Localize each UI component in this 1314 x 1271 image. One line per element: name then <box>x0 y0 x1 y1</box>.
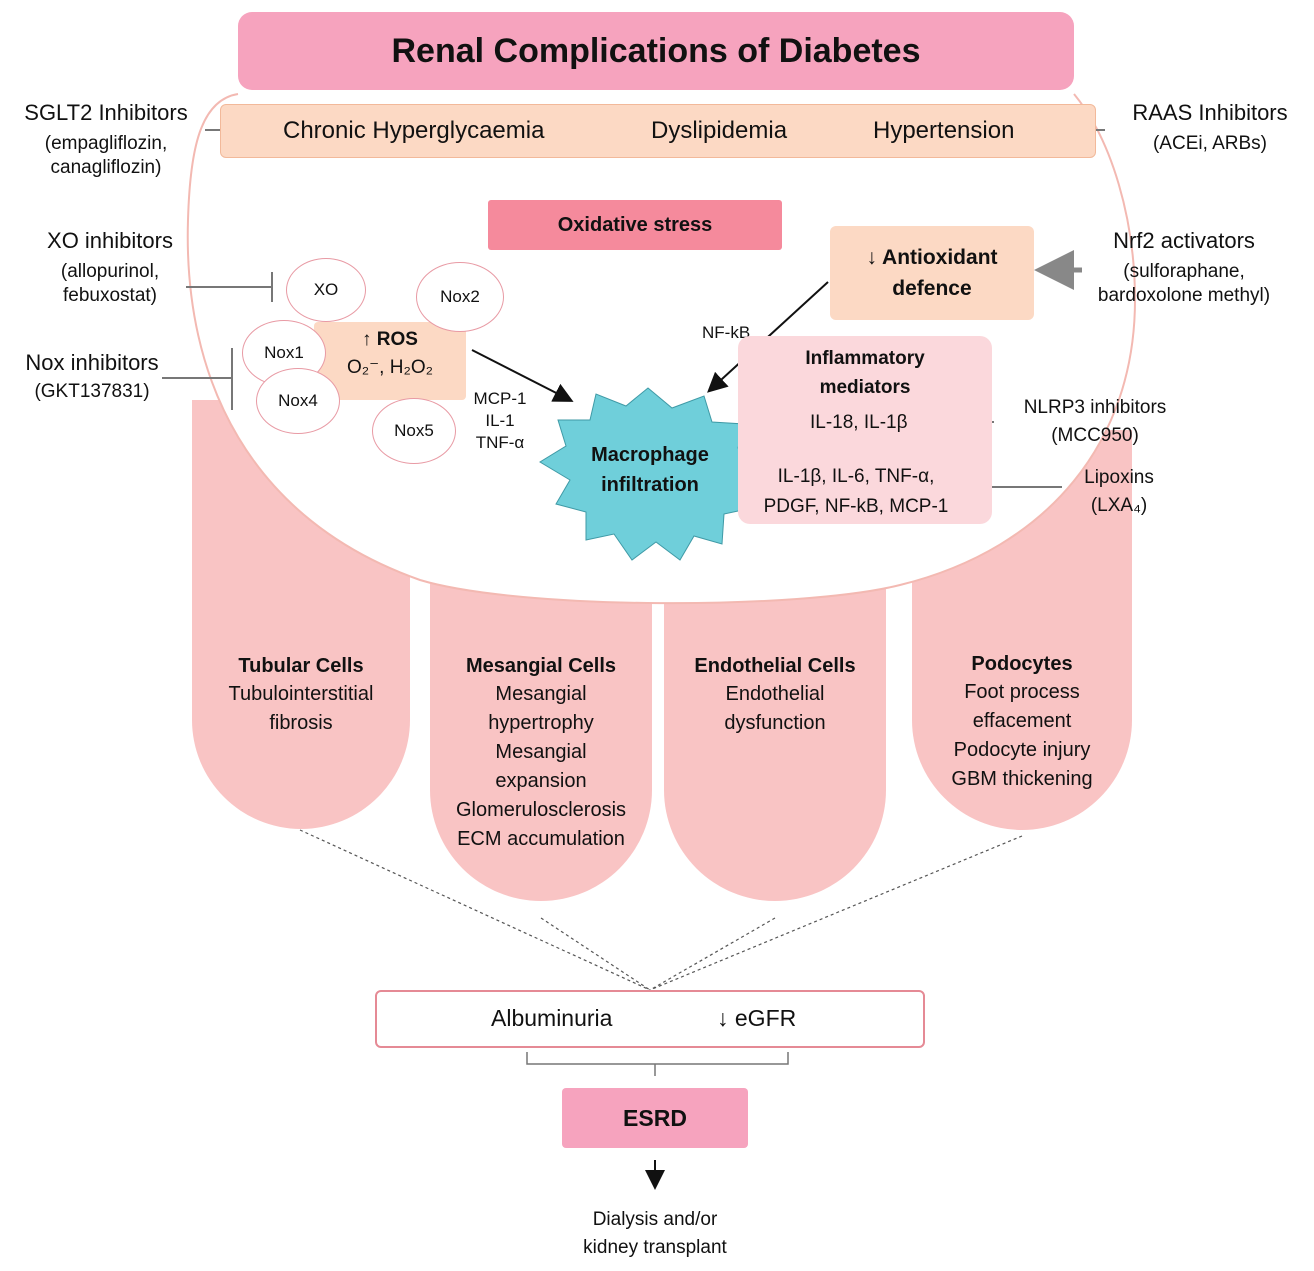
antioxidant-defence-box: ↓ Antioxidant defence <box>830 226 1034 320</box>
inflammatory-mediators-box: Inflammatory mediators IL-18, IL-1β IL-1… <box>738 336 992 524</box>
final-line2: kidney transplant <box>583 1237 727 1258</box>
cytokine-mcp1: MCP-1 <box>473 389 527 408</box>
xo-inhibitors-sub1: (allopurinol, <box>60 261 160 282</box>
cytokine-il1: IL-1 <box>485 411 515 430</box>
nrf2-sub2: bardoxolone methyl) <box>1097 285 1271 306</box>
tubular-cells: Tubular Cells Tubulointerstitial fibrosi… <box>192 652 410 738</box>
inflammatory-title2: mediators <box>819 377 911 398</box>
albuminuria-label: Albuminuria <box>491 1005 613 1031</box>
egfr-label: ↓ eGFR <box>717 1005 797 1031</box>
sglt2-label: SGLT2 Inhibitors <box>24 100 188 125</box>
endothelial-cells-line: Endothelial <box>725 683 825 705</box>
final-line1: Dialysis and/or <box>592 1209 718 1230</box>
nlrp3-label: NLRP3 inhibitors <box>1023 397 1167 418</box>
ros-species: O₂⁻, H₂O₂ <box>347 357 433 378</box>
podocytes-line: Podocyte injury <box>953 739 1091 761</box>
inflammatory-title: Inflammatory mediators <box>738 344 992 402</box>
inflammatory-group2: IL-1β, IL-6, TNF-α, PDGF, NF-kB, MCP-1 <box>738 462 974 522</box>
mesangial-cells-line: Mesangial <box>495 741 587 763</box>
podocytes: Podocytes Foot process effacement Podocy… <box>912 650 1132 794</box>
tubular-cells-title: Tubular Cells <box>238 655 364 677</box>
enzyme-nox5: Nox5 <box>372 398 456 464</box>
podocytes-line: GBM thickening <box>951 768 1093 790</box>
inflammatory-group2-line1: IL-1β, IL-6, TNF-α, <box>777 466 935 487</box>
podocytes-line: Foot process <box>964 681 1080 703</box>
lipoxins-label: Lipoxins <box>1084 467 1154 488</box>
inflammatory-group1: IL-18, IL-1β <box>810 412 908 433</box>
sglt2-sub1: (empagliflozin, <box>44 133 168 154</box>
nrf2-label: Nrf2 activators <box>1113 228 1255 253</box>
raas-label: RAAS Inhibitors <box>1132 100 1288 125</box>
nox-inhibitors-sub: (GKT137831) <box>34 381 150 402</box>
final-outcome: Dialysis and/or kidney transplant <box>540 1206 770 1262</box>
podocytes-line: effacement <box>972 710 1072 732</box>
endothelial-cells-title: Endothelial Cells <box>694 655 856 677</box>
ros-to-macrophage-arrow <box>471 349 574 402</box>
antioxidant-line2: defence <box>892 277 972 300</box>
podocytes-title: Podocytes <box>971 653 1073 675</box>
mesangial-cells-line: Glomerulosclerosis <box>455 799 627 821</box>
mesangial-cell-column <box>430 520 652 901</box>
mesangial-cells-line: ECM accumulation <box>457 828 625 850</box>
outcomes-box: Albuminuria ↓ eGFR <box>375 990 925 1048</box>
risk-dyslipidemia: Dyslipidemia <box>651 117 788 144</box>
antioxidant-line1: ↓ Antioxidant <box>866 246 998 269</box>
esrd-box: ESRD <box>562 1088 748 1148</box>
tubular-cells-line: fibrosis <box>269 712 333 734</box>
convergence-lines <box>299 829 1023 991</box>
sglt2-inhibitors: SGLT2 Inhibitors (empagliflozin, canagli… <box>6 100 206 180</box>
lipoxins-sub: (LXA₄) <box>1090 495 1148 516</box>
raas-inhibitors: RAAS Inhibitors (ACEi, ARBs) <box>1110 100 1310 156</box>
risk-hypertension: Hypertension <box>873 117 1015 144</box>
nrf2-sub1: (sulforaphane, <box>1123 261 1245 282</box>
nlrp3-inhibitors: NLRP3 inhibitors (MCC950) <box>1000 394 1190 450</box>
macrophage-line1: Macrophage <box>591 444 709 466</box>
risk-hyperglycaemia: Chronic Hyperglycaemia <box>283 117 545 144</box>
mesangial-cells-line: expansion <box>495 770 587 792</box>
nfkb-label: NF-kB <box>702 323 751 342</box>
cytokine-list: MCP-1 IL-1 TNF-α <box>462 388 538 454</box>
endothelial-cell-column <box>664 520 886 901</box>
risk-factor-bar: Chronic Hyperglycaemia Dyslipidemia Hype… <box>220 104 1096 158</box>
inflammatory-group2-line2: PDGF, NF-kB, MCP-1 <box>763 496 949 517</box>
xo-inhibitors-sub2: febuxostat) <box>63 285 157 306</box>
mesangial-cells-title: Mesangial Cells <box>465 655 617 677</box>
cytokine-tnfa: TNF-α <box>475 433 525 452</box>
ros-box: ↑ ROS O₂⁻, H₂O₂ <box>314 322 466 400</box>
tubular-cells-line: Tubulointerstitial <box>228 683 374 705</box>
xo-inhibitors-label: XO inhibitors <box>47 228 173 253</box>
enzyme-nox2: Nox2 <box>416 262 504 332</box>
mesangial-cells-line: hypertrophy <box>488 712 594 734</box>
nox-inhibitors-label: Nox inhibitors <box>25 350 159 375</box>
diagram-title: Renal Complications of Diabetes <box>238 12 1074 90</box>
macrophage-line2: infiltration <box>601 474 699 496</box>
enzyme-xo: XO <box>286 258 366 322</box>
oxidative-stress-box: Oxidative stress <box>488 200 782 250</box>
mesangial-cells-line: Mesangial <box>495 683 587 705</box>
enzyme-nox4: Nox4 <box>256 368 340 434</box>
endothelial-cells-line: dysfunction <box>724 712 826 734</box>
nrf2-activators: Nrf2 activators (sulforaphane, bardoxolo… <box>1076 228 1292 308</box>
inflammatory-title1: Inflammatory <box>805 348 925 369</box>
ros-title: ↑ ROS <box>362 329 418 350</box>
outcome-bracket <box>526 1052 789 1076</box>
nox-inhibitors: Nox inhibitors (GKT137831) <box>2 350 182 404</box>
nlrp3-sub: (MCC950) <box>1051 425 1139 446</box>
lipoxins: Lipoxins (LXA₄) <box>1064 464 1174 520</box>
xo-inhibitors: XO inhibitors (allopurinol, febuxostat) <box>20 228 200 308</box>
macrophage-label: Macrophage infiltration <box>570 440 730 500</box>
mesangial-cells: Mesangial Cells Mesangial hypertrophy Me… <box>430 652 652 854</box>
sglt2-sub2: canagliflozin) <box>50 157 162 178</box>
endothelial-cells: Endothelial Cells Endothelial dysfunctio… <box>664 652 886 738</box>
raas-sub: (ACEi, ARBs) <box>1152 133 1268 154</box>
